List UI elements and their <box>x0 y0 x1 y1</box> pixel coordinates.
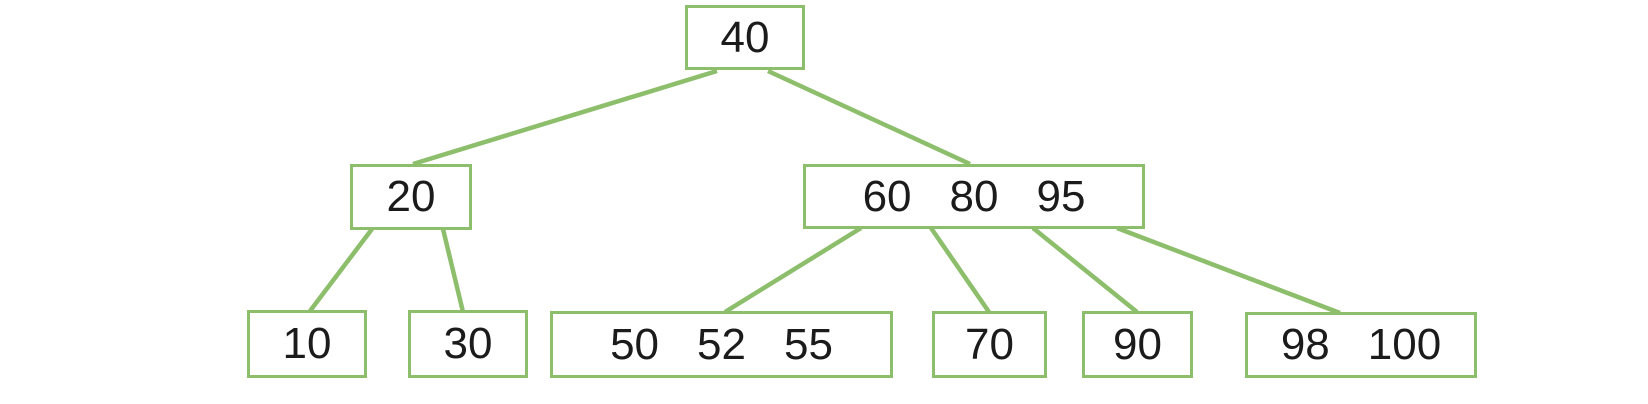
tree-node-60-80-95: 60 80 95 <box>803 164 1145 229</box>
tree-node-98-100: 98 100 <box>1245 312 1477 378</box>
node-key: 98 <box>1280 320 1330 369</box>
node-key: 30 <box>443 319 493 368</box>
node-key: 10 <box>282 319 332 368</box>
tree-edge-node-40-to-node-60-80-95 <box>767 68 971 167</box>
node-key: 80 <box>949 171 999 221</box>
tree-node-70: 70 <box>932 311 1047 378</box>
node-key: 55 <box>783 319 833 369</box>
node-key: 40 <box>720 12 770 62</box>
tree-node-40: 40 <box>685 5 805 70</box>
node-key: 90 <box>1113 319 1162 369</box>
node-key: 60 <box>862 171 912 221</box>
tree-edge-node-40-to-node-10-side <box>412 68 718 167</box>
node-key: 20 <box>386 172 436 221</box>
node-key: 95 <box>1036 171 1086 221</box>
tree-edge-node-20-to-node-30 <box>440 228 466 313</box>
node-key: 50 <box>610 319 660 369</box>
node-key: 100 <box>1367 320 1442 369</box>
tree-node-30: 30 <box>408 310 528 378</box>
node-key: 70 <box>965 319 1014 369</box>
tree-edge-node-20-to-node-10 <box>308 227 374 313</box>
tree-edge-node-60-80-95-to-node-70 <box>929 226 991 314</box>
tree-node-90: 90 <box>1082 311 1193 378</box>
tree-edge-node-60-80-95-to-node-98-100 <box>1116 225 1341 316</box>
node-key: 52 <box>697 319 746 369</box>
tree-node-20: 20 <box>350 164 472 230</box>
tree-node-50-52-55: 50 52 55 <box>550 311 893 378</box>
tree-edge-node-60-80-95-to-node-90 <box>1031 226 1139 314</box>
tree-node-10: 10 <box>247 310 367 378</box>
tree-edge-node-60-80-95-to-node-50-52-55 <box>723 226 863 314</box>
